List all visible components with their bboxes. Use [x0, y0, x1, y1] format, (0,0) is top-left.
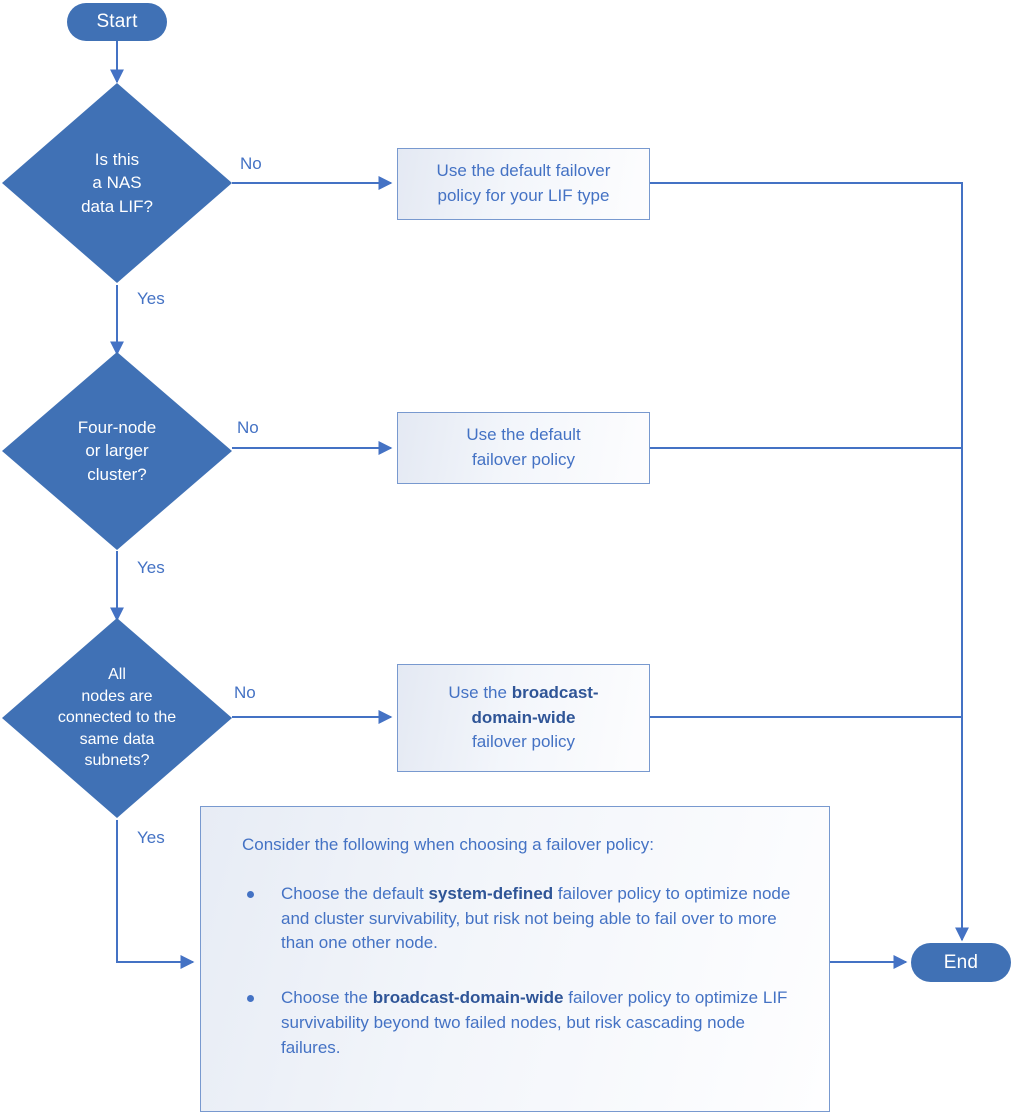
start-label: Start	[96, 11, 138, 32]
bullet-text-part-1: Choose the	[281, 988, 373, 1008]
process-line-3: failover policy	[471, 732, 575, 752]
decision-four-node-or-larger-cluster[interactable]: Four-node or larger cluster?	[2, 352, 232, 550]
decision-label: Is this a NAS data LIF?	[81, 149, 153, 216]
end-terminator[interactable]: End	[911, 943, 1011, 982]
edge-label-d1-yes: Yes	[137, 289, 165, 308]
bullet-dot-icon	[247, 995, 254, 1003]
bullet-text-part-1: Choose the default	[281, 883, 429, 903]
end-label: End	[943, 951, 979, 973]
process-line-1: Use the default	[466, 425, 581, 445]
edge-label-d2-no: No	[237, 418, 259, 437]
note-bullet-list: Choose the default system-defined failov…	[239, 882, 801, 1061]
decision-label: Four-node or larger cluster?	[77, 417, 157, 484]
bullet-text-part-2: failover policy to optimize node and clu…	[281, 883, 791, 953]
note-heading: Consider the following when choosing a f…	[242, 835, 655, 854]
start-terminator[interactable]: Start	[67, 3, 167, 41]
decision-all-nodes-same-data-subnets[interactable]: All nodes are connected to the same data…	[2, 618, 232, 818]
process-line-1: Use the broadcast-	[448, 681, 598, 706]
process-default-failover-policy[interactable]: Use the default failover policy	[397, 412, 650, 484]
edge-label-d1-no: No	[240, 154, 262, 173]
edge-label-d2-yes: Yes	[137, 558, 165, 577]
bullet-dot-icon	[247, 890, 254, 898]
process-broadcast-domain-wide-failover-policy[interactable]: Use the broadcast- domain-wide failover …	[397, 664, 650, 772]
process-text: Use the default failover policy for your…	[437, 159, 611, 208]
edge-label-d3-no: No	[234, 683, 256, 702]
bullet-text-part-2: failover policy to optimize LIF survivab…	[281, 988, 788, 1057]
note-callout-box: Consider the following when choosing a f…	[200, 806, 830, 1112]
process-strong-2: domain-wide	[471, 707, 576, 727]
process-text: Use the broadcast- domain-wide failover …	[448, 681, 598, 755]
edge-label-d3-yes: Yes	[137, 828, 165, 847]
process-strong-1: broadcast-	[511, 683, 599, 703]
decision-is-nas-data-lif[interactable]: Is this a NAS data LIF?	[2, 83, 232, 283]
bullet-text-strong: system-defined	[428, 883, 554, 903]
process-line-1: Use the default failover	[436, 161, 611, 181]
process-line-2: domain-wide	[448, 706, 598, 731]
process-prefix: Use the	[448, 683, 512, 703]
process-default-failover-policy-lif-type[interactable]: Use the default failover policy for your…	[397, 148, 650, 220]
process-line-2: failover policy	[471, 450, 575, 469]
note-bullet-item: Choose the default system-defined failov…	[239, 882, 801, 956]
process-line-2: policy for your LIF type	[437, 186, 610, 205]
bullet-text-strong: broadcast-domain-wide	[372, 988, 564, 1008]
decision-label: All nodes are connected to the same data…	[57, 666, 177, 770]
note-bullet-item: Choose the broadcast-domain-wide failove…	[239, 986, 801, 1060]
process-text: Use the default failover policy	[466, 423, 580, 472]
